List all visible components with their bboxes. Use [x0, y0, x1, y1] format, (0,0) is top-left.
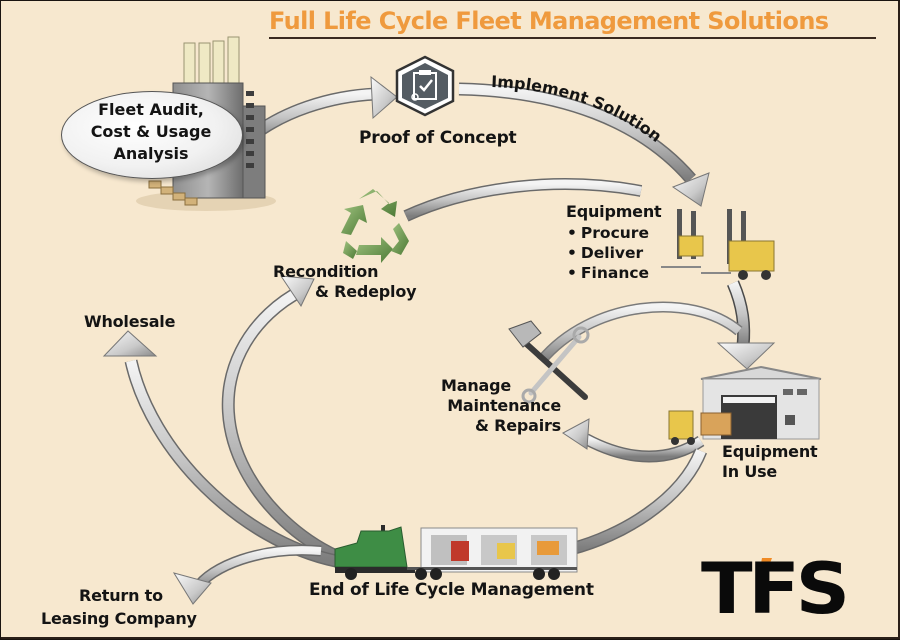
return-line-1: Return to [79, 586, 163, 605]
arrow-inuse-to-endoflife [569, 448, 708, 556]
audit-line-2: Cost & Usage [90, 122, 212, 141]
equipment-in-use-label: Equipment In Use [722, 442, 818, 482]
in-use-line-2: In Use [722, 462, 778, 481]
arrow-equipment-to-inuse [716, 280, 776, 370]
warehouse-icon [668, 365, 822, 445]
arrow-inuse-to-maintenance [562, 418, 705, 463]
title-underline [269, 37, 876, 39]
in-use-line-1: Equipment [722, 442, 818, 461]
recycle-icon [341, 189, 409, 263]
tfs-logo: TFS [701, 548, 850, 630]
equipment-label: Equipment [566, 202, 662, 221]
bullet-deliver: Deliver [567, 243, 649, 263]
forklift-icon [661, 209, 775, 280]
audit-label: Fleet Audit, Cost & Usage Analysis [61, 99, 241, 165]
arrow-to-return [172, 544, 322, 605]
logo-accent [758, 558, 772, 579]
arrow-recycle-to-recondition [403, 178, 643, 222]
maintenance-line-3: & Repairs [474, 416, 561, 435]
return-line-2: Leasing Company [41, 609, 197, 628]
proof-of-concept-label: Proof of Concept [359, 128, 517, 148]
audit-bubble [61, 91, 243, 179]
svg-text:Implement Solution: Implement Solution [491, 72, 665, 146]
maintenance-line-1: Manage [441, 376, 512, 395]
recondition-line-1: Recondition [273, 262, 379, 281]
audit-line-1: Fleet Audit, [98, 100, 204, 119]
maintenance-label: Manage Maintenance & Repairs [441, 376, 561, 436]
bullet-finance: Finance [567, 263, 649, 283]
end-of-life-label: End of Life Cycle Management [309, 580, 594, 600]
truck-icon [334, 525, 578, 580]
arrow-to-recondition [221, 275, 339, 562]
maintenance-line-2: Maintenance [447, 396, 561, 415]
diagram-title: Full Life Cycle Fleet Management Solutio… [269, 7, 829, 35]
recondition-line-2: & Redeploy [315, 282, 417, 301]
equipment-bullets: Procure Deliver Finance [567, 223, 649, 283]
recondition-label: Recondition & Redeploy [273, 262, 417, 302]
bullet-procure: Procure [567, 223, 649, 243]
return-label: Return to Leasing Company [41, 584, 197, 630]
clipboard-check-icon [395, 55, 455, 117]
arrow-loop-to-equipment [536, 301, 743, 365]
tools-icon [508, 320, 590, 404]
audit-line-3: Analysis [113, 144, 189, 163]
arrow-poc-to-equipment [458, 82, 710, 207]
wholesale-label: Wholesale [84, 312, 176, 331]
